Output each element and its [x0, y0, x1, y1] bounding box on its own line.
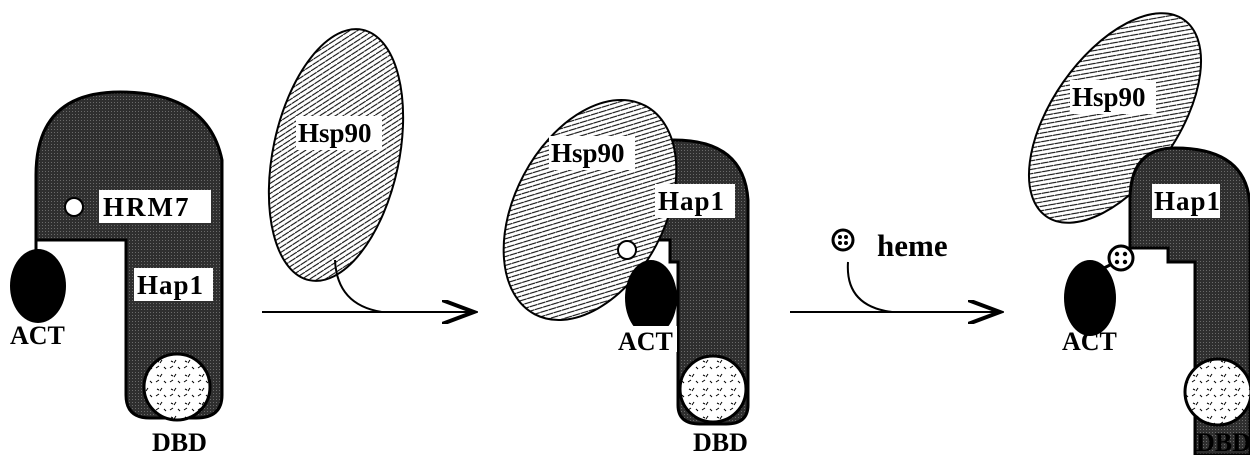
panel-heme-activated: Hsp90 Hap1 ACT DBD — [995, 0, 1250, 455]
panel-hap1-hsp90-complex: Hsp90 Hap1 ACT DBD — [468, 71, 748, 455]
dbd-label: DBD — [152, 428, 207, 455]
hap1-label: Hap1 — [137, 270, 204, 300]
panel-free-hap1: HRM7 Hap1 ACT DBD — [10, 92, 222, 455]
dbd-label-3: DBD — [1196, 428, 1250, 455]
dbd-domain-2 — [680, 356, 746, 422]
act-domain — [10, 249, 66, 323]
act-label-2: ACT — [618, 327, 673, 356]
hsp90-bound-label: Hsp90 — [551, 138, 625, 168]
hsp90-free — [248, 17, 424, 294]
hap1-label-2: Hap1 — [658, 186, 725, 216]
act-label-3: ACT — [1062, 327, 1117, 356]
hsp90-top-label: Hsp90 — [1072, 82, 1146, 112]
heme-label: heme — [877, 228, 948, 263]
dbd-domain-3 — [1185, 359, 1250, 425]
hap1-label-3: Hap1 — [1154, 186, 1221, 216]
dbd-domain — [144, 354, 210, 420]
step-hsp90-binding: Hsp90 — [248, 17, 474, 312]
act-domain-2 — [625, 260, 677, 336]
hrm7-motif — [65, 198, 83, 216]
act-label: ACT — [10, 321, 65, 350]
heme-free — [833, 230, 853, 250]
heme-entry-curve — [848, 262, 892, 312]
act-domain-3 — [1064, 260, 1116, 336]
step-heme-binding: heme — [790, 228, 1000, 312]
hrm7-label: HRM7 — [103, 192, 190, 222]
hrm7-motif-2 — [618, 241, 636, 259]
heme-bound — [1109, 246, 1133, 270]
dbd-label-2: DBD — [693, 428, 748, 455]
hsp90-free-label: Hsp90 — [298, 118, 372, 148]
